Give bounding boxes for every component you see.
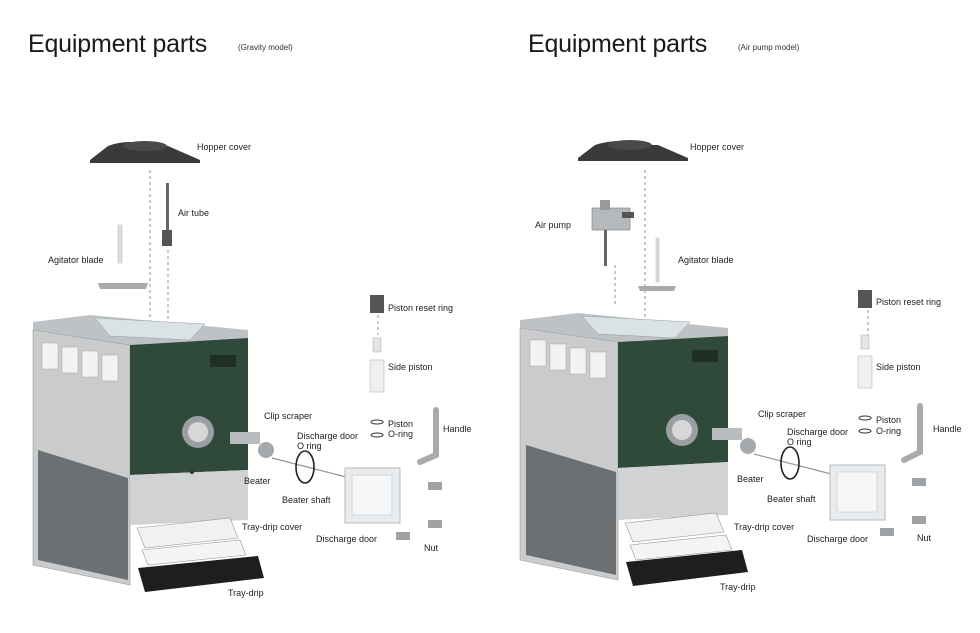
hopper-cover-part	[90, 141, 200, 163]
panel-title: Equipment parts	[528, 30, 708, 58]
gravity-machine-exploded-view	[32, 141, 442, 592]
label-handle: Handle	[933, 424, 962, 434]
agitator-blade-part	[98, 224, 148, 289]
air-pump-part	[591, 200, 634, 266]
label-agitator-blade: Agitator blade	[48, 255, 104, 265]
label-clip-scraper: Clip scraper	[758, 409, 807, 419]
side-piston-part	[369, 337, 385, 393]
beater-assembly-part	[712, 428, 756, 454]
air-tube-part	[162, 183, 172, 246]
panel-subtitle: (Air pump model)	[738, 43, 800, 52]
handle-part	[417, 407, 439, 465]
piston-o-ring-part	[858, 415, 872, 421]
label-piston-reset-ring: Piston reset ring	[876, 297, 942, 307]
label-discharge-door-o-ring-line2: O ring	[297, 441, 322, 451]
tray-drip-part	[138, 556, 264, 592]
panel-title: Equipment parts	[28, 30, 208, 58]
label-tray-drip-cover: Tray-drip cover	[734, 522, 795, 532]
label-side-piston: Side piston	[388, 362, 433, 372]
label-hopper-cover: Hopper cover	[197, 142, 252, 152]
label-side-piston: Side piston	[876, 362, 921, 372]
piston-reset-ring-part	[858, 290, 872, 308]
label-nut: Nut	[424, 543, 439, 553]
label-discharge-door: Discharge door	[807, 534, 869, 544]
label-piston-o-ring-line1: Piston	[388, 419, 414, 429]
label-tray-drip: Tray-drip	[228, 588, 264, 598]
air-pump-model-panel: Equipment parts (Air pump model)	[490, 0, 980, 633]
machine-body	[519, 313, 728, 581]
machine-body	[32, 315, 248, 586]
label-discharge-door: Discharge door	[316, 534, 378, 544]
label-handle: Handle	[443, 424, 472, 434]
panel-subtitle: (Gravity model)	[238, 43, 293, 52]
label-tray-drip-cover: Tray-drip cover	[242, 522, 303, 532]
air-pump-machine-exploded-view	[519, 140, 926, 586]
label-piston-o-ring-line2: O-ring	[876, 426, 902, 436]
gravity-model-panel: Equipment parts (Gravity model)	[28, 30, 472, 598]
tray-drip-part	[626, 550, 748, 586]
piston-reset-ring-part	[370, 295, 384, 313]
hopper-cover-part	[578, 140, 688, 161]
label-beater: Beater	[737, 474, 764, 484]
agitator-blade-part	[638, 237, 676, 291]
label-agitator-blade: Agitator blade	[678, 255, 734, 265]
label-discharge-door-o-ring-line2: O ring	[787, 437, 812, 447]
side-piston-part	[857, 334, 873, 389]
nut-parts	[396, 482, 442, 540]
label-discharge-door-o-ring-line1: Discharge door	[297, 431, 359, 441]
label-beater: Beater	[244, 476, 271, 486]
label-piston-o-ring-line1: Piston	[876, 415, 902, 425]
discharge-door-part	[344, 467, 401, 524]
beater-assembly-part	[230, 432, 274, 458]
label-discharge-door-o-ring-line1: Discharge door	[787, 427, 849, 437]
discharge-door-part	[829, 464, 886, 521]
label-piston-o-ring-line2: O-ring	[388, 429, 414, 439]
tray-drip-cover-part	[624, 512, 733, 561]
piston-o-ring-part	[370, 419, 384, 425]
beater-shaft-part	[753, 453, 836, 476]
label-beater-shaft: Beater shaft	[282, 495, 331, 505]
label-tray-drip: Tray-drip	[720, 582, 756, 592]
label-hopper-cover: Hopper cover	[690, 142, 745, 152]
beater-shaft-part	[271, 457, 351, 479]
label-air-pump: Air pump	[535, 220, 572, 230]
label-clip-scraper: Clip scraper	[264, 411, 313, 421]
label-air-tube: Air tube	[178, 208, 210, 218]
handle-part	[901, 403, 923, 463]
nut-parts	[880, 478, 926, 536]
label-piston-reset-ring: Piston reset ring	[388, 303, 454, 313]
label-beater-shaft: Beater shaft	[767, 494, 816, 504]
discharge-door-o-ring-part	[295, 450, 315, 484]
tray-drip-cover-part	[136, 517, 247, 566]
label-nut: Nut	[917, 533, 932, 543]
discharge-door-o-ring-part	[780, 446, 800, 480]
